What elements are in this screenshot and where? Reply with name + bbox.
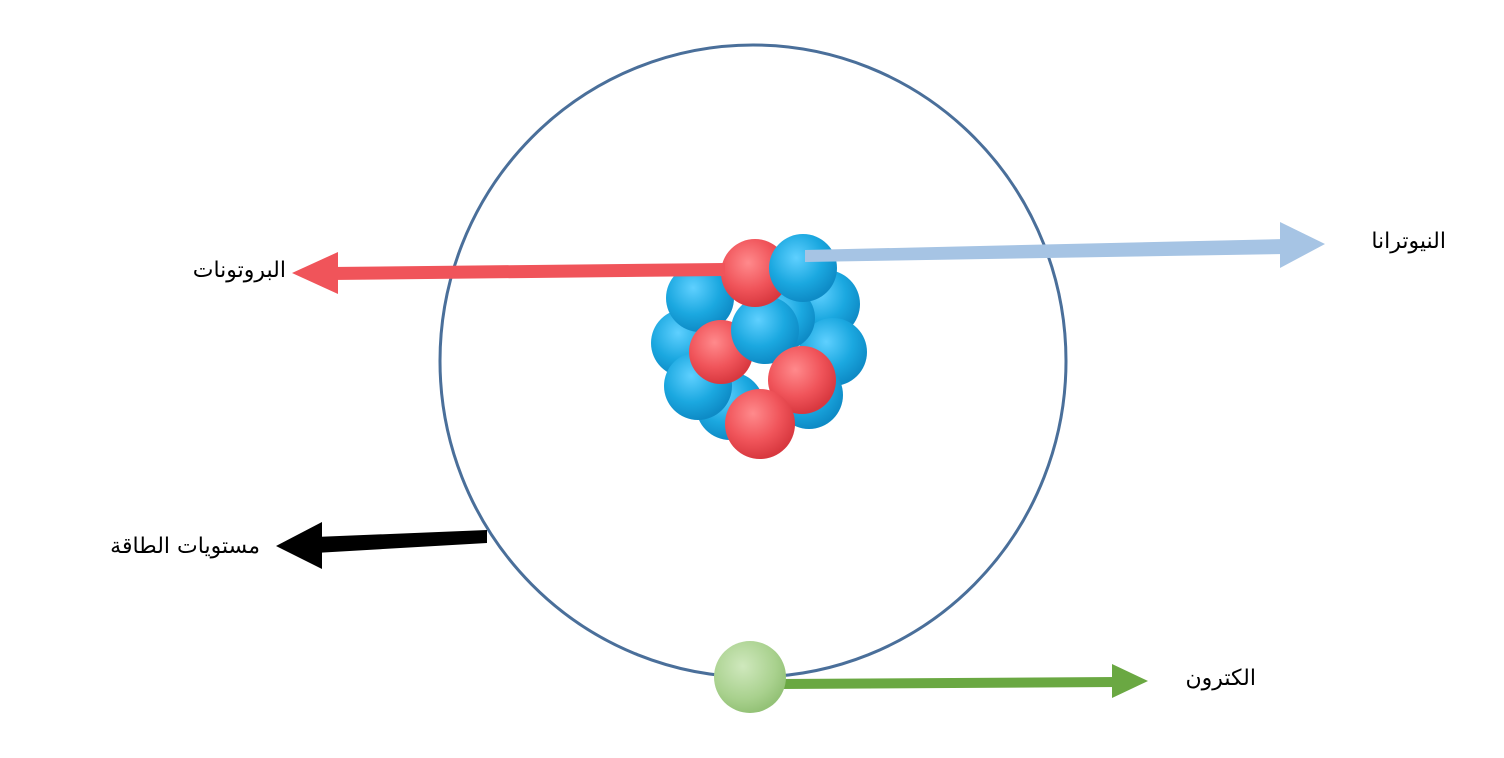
energy-levels-label: مستويات الطاقة [110,534,260,559]
electron-arrow [780,664,1148,698]
electron-label: الكترون [1185,666,1256,691]
electron [714,641,786,713]
proton [768,346,836,414]
energy-levels-arrow [276,522,487,569]
neutrons-arrow [805,222,1325,268]
nucleus [651,234,867,459]
proton [725,389,795,459]
neutron [731,296,799,364]
neutrons-label: النيوترانا [1371,229,1446,254]
neutron [769,234,837,302]
neutron [666,264,734,332]
protons-arrow [292,252,725,294]
protons-label: البروتونات [192,258,286,283]
